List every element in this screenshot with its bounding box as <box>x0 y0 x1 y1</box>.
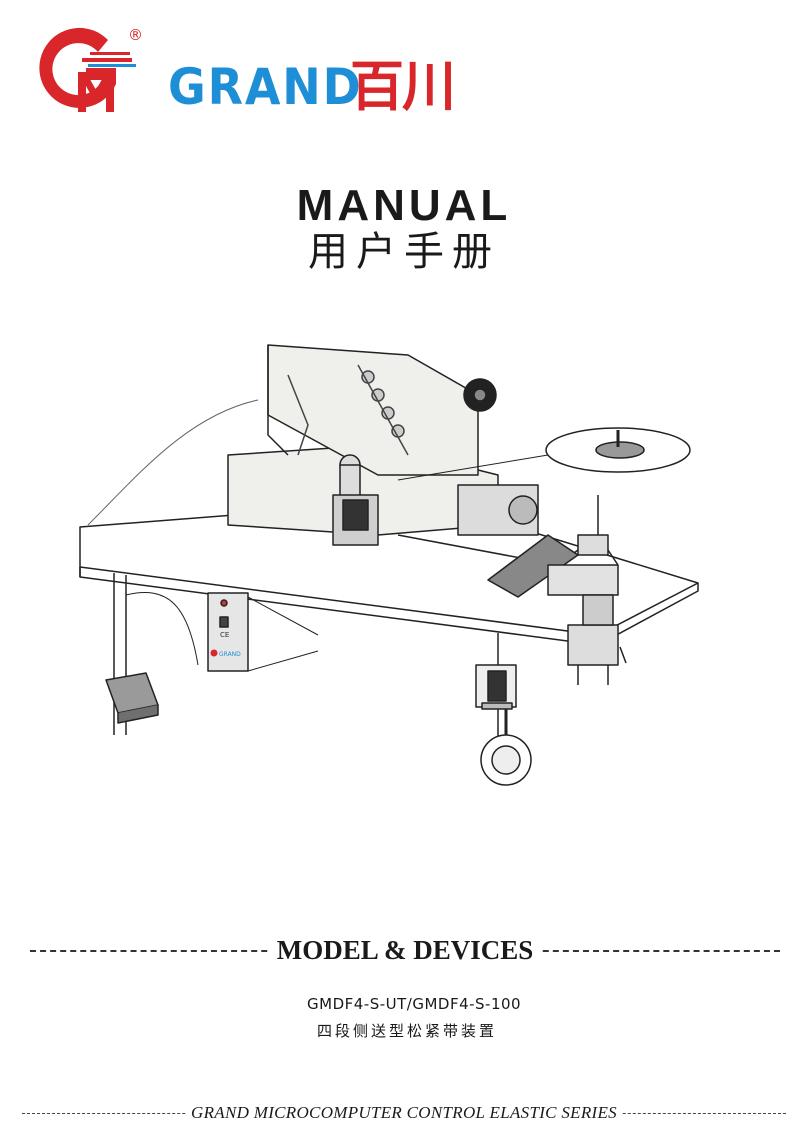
gm-monogram-icon <box>39 27 136 112</box>
sewing-machine-illustration: CE GRAND <box>79 344 699 786</box>
logo-wordmark: GRAND <box>168 58 363 116</box>
control-box-brand: GRAND <box>219 651 241 658</box>
guide-plate <box>487 534 579 598</box>
model-description-cn: 四段侧送型松紧带装置 <box>317 1022 498 1040</box>
model-code: GMDF4-S-UT/GMDF4-S-100 <box>307 995 522 1013</box>
registered-mark: ® <box>128 26 143 44</box>
control-box <box>207 592 249 672</box>
model-heading-row: MODEL & DEVICES <box>30 935 780 965</box>
logo-wordmark-cn: 百川 <box>350 55 456 118</box>
model-heading: MODEL & DEVICES <box>270 935 540 965</box>
brand-logo: ® GRAND 百川 <box>20 12 490 122</box>
series-footer: GRAND MICROCOMPUTER CONTROL ELASTIC SERI… <box>22 1102 786 1124</box>
manual-title: MANUAL <box>296 181 512 230</box>
control-box-ce: CE <box>220 631 229 639</box>
series-label: GRAND MICROCOMPUTER CONTROL ELASTIC SERI… <box>187 1103 621 1122</box>
manual-title-cn: 用户手册 <box>308 229 500 275</box>
